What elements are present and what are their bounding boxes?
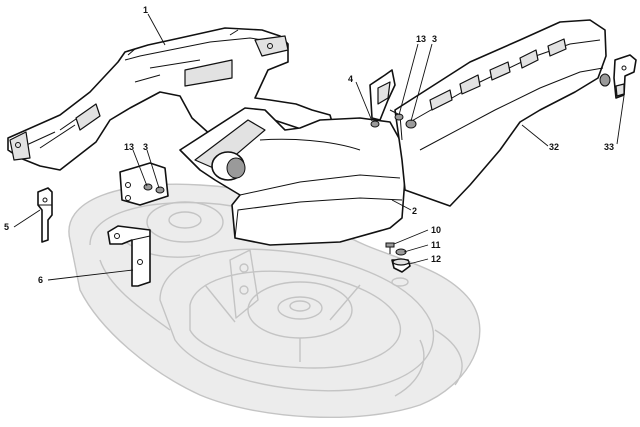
- part-32-duct: [389, 19, 611, 207]
- part-33-clip-bracket: [613, 54, 637, 99]
- callout-13-right: 13: [416, 34, 426, 44]
- callout-labels: 1 13 3 4 13 3 5 6 2 10 11 12 32 33: [4, 5, 614, 285]
- callout-2: 2: [412, 206, 417, 216]
- callout-6: 6: [38, 275, 43, 285]
- part-1-housing-frame: [7, 27, 336, 171]
- left-bracket: [119, 162, 169, 206]
- callout-4: 4: [348, 74, 353, 84]
- callout-13-left: 13: [124, 142, 134, 152]
- callout-11: 11: [431, 240, 441, 250]
- callout-33: 33: [604, 142, 614, 152]
- callout-12: 12: [431, 254, 441, 264]
- small-hardware: [385, 242, 411, 273]
- part-5-plate: [37, 187, 53, 243]
- part-6-bracket: [107, 225, 151, 287]
- leader-lines: [13, 13, 625, 281]
- callout-5: 5: [4, 222, 9, 232]
- part-2-chute-housing: [179, 107, 406, 246]
- part-4-bracket: [369, 69, 396, 128]
- callout-10: 10: [431, 225, 441, 235]
- callout-3-right: 3: [432, 34, 437, 44]
- callout-1: 1: [143, 5, 148, 15]
- callout-32: 32: [549, 142, 559, 152]
- duct-fasteners: [394, 113, 417, 129]
- mower-deck-outline: [68, 183, 481, 419]
- callout-3-left: 3: [143, 142, 148, 152]
